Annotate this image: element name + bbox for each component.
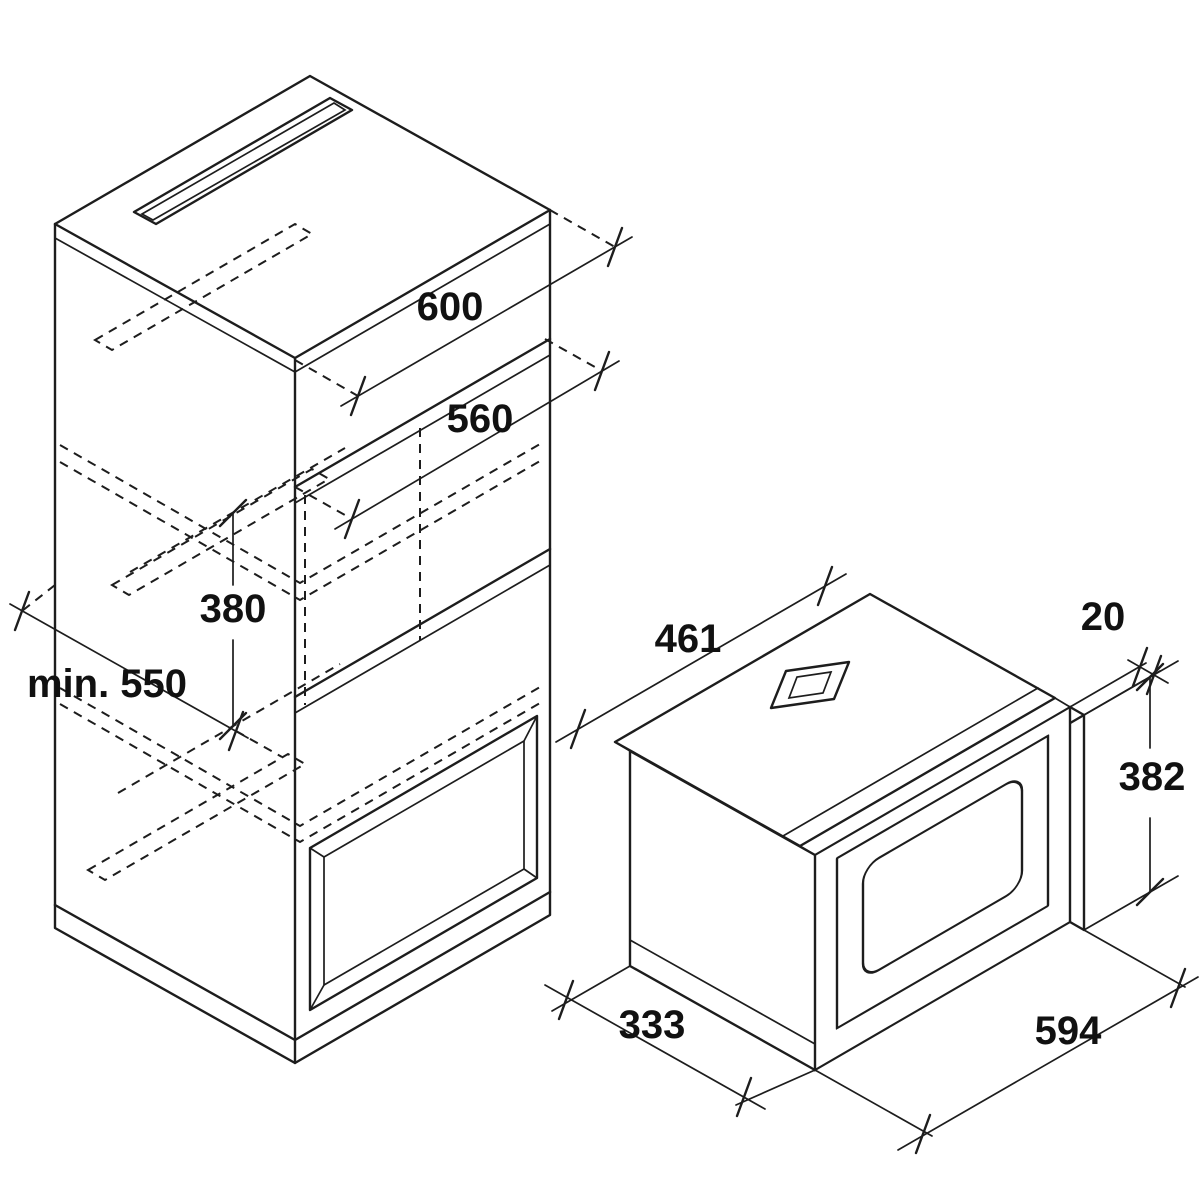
cabinet-drawing: 600 560 380 min. 550	[9, 74, 633, 1065]
cabinet-hidden-vent-slots	[86, 222, 331, 882]
cabinet-hidden-shelves	[59, 428, 541, 844]
dimension-oven-width: 594	[814, 929, 1199, 1155]
dimension-cabinet-inner-width: 560	[294, 338, 620, 540]
trim-gap-label: 20	[1081, 595, 1126, 639]
oven-top-plate	[613, 592, 1057, 848]
oven-body-depth-label: 333	[619, 1003, 686, 1047]
dimension-oven-body-width: 461	[555, 565, 847, 750]
dimension-oven-body-depth: 333	[544, 965, 816, 1118]
cabinet-top-vent-slot	[132, 96, 354, 226]
oven-door-inner-frame	[835, 734, 1050, 1030]
min-depth-label: min. 550	[27, 662, 187, 706]
dimension-min-depth: min. 550	[9, 584, 283, 758]
oven-body-width-label: 461	[655, 617, 722, 661]
niche-height-label: 380	[200, 587, 267, 631]
oven-trim-side	[1068, 705, 1086, 932]
oven-width-label: 594	[1035, 1009, 1102, 1053]
oven-top-vent	[769, 660, 851, 710]
oven-door-window	[861, 780, 1024, 974]
oven-door-outer-frame	[813, 705, 1072, 1072]
cabinet-width-label: 600	[417, 285, 484, 329]
dimension-cabinet-width: 600	[294, 209, 633, 417]
oven-height-label: 382	[1119, 755, 1186, 799]
oven-door	[813, 705, 1072, 1072]
dimension-niche-height: 380	[117, 447, 346, 794]
dimension-oven-height: 382	[1083, 660, 1186, 931]
cabinet-inner-width-label: 560	[447, 397, 514, 441]
oven-drawing: 461 20 382 333 594	[544, 565, 1199, 1155]
dimension-trim-gap: 20	[1069, 595, 1169, 716]
